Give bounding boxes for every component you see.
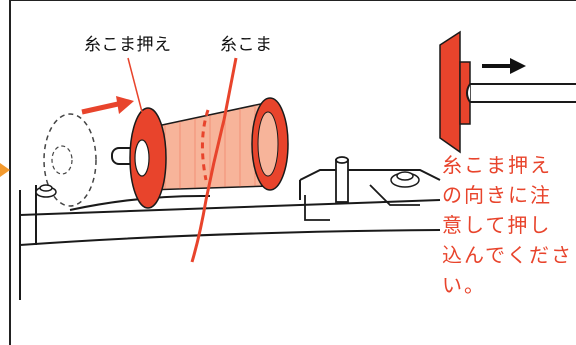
- insert-arrow: [81, 101, 119, 115]
- note-line: 意して押し: [442, 213, 552, 237]
- note-line: 込んでくださ: [442, 243, 573, 267]
- thread-line: [190, 57, 238, 263]
- left-edge-marker: [0, 163, 10, 177]
- label-spool: 糸こま: [220, 35, 273, 55]
- thread-guide-pin: [335, 156, 349, 203]
- instruction-note: 糸こま押え の向きに注 意して押し 込んでくださ い。: [442, 150, 572, 300]
- machine-body: [19, 169, 441, 300]
- leader-spool-cap: [127, 57, 143, 113]
- frame-border: [9, 0, 576, 345]
- inset-cap-orientation: [439, 30, 576, 154]
- screws: [35, 171, 420, 198]
- dashed-disc-inner: [51, 145, 73, 175]
- dashed-disc: [43, 113, 97, 207]
- note-line: 糸こま押え: [442, 153, 552, 177]
- label-spool-cap: 糸こま押え: [84, 35, 172, 55]
- note-line: い。: [442, 273, 486, 297]
- note-line: の向きに注: [442, 183, 552, 207]
